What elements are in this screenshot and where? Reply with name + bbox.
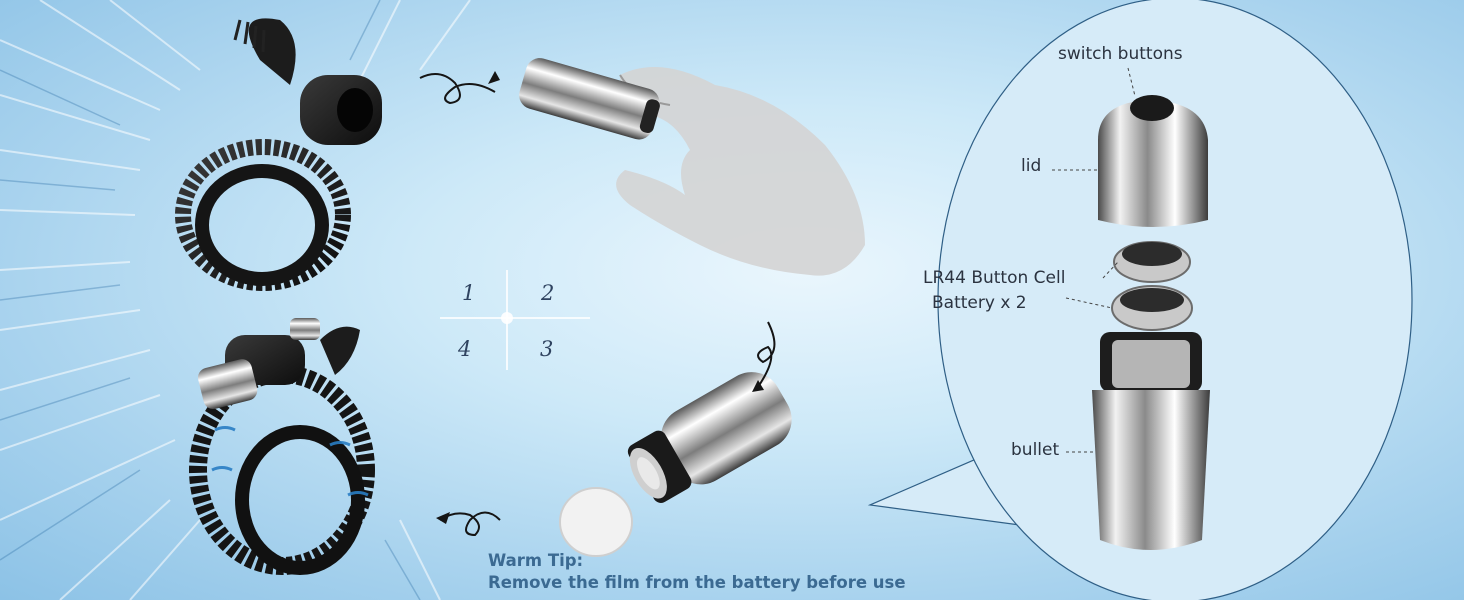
warm-tip-text: Remove the film from the battery before … bbox=[488, 573, 906, 592]
step-number-2: 2 bbox=[541, 281, 555, 305]
step-number-1: 1 bbox=[462, 281, 476, 305]
step-number-4: 4 bbox=[458, 337, 472, 361]
label-switch-buttons: switch buttons bbox=[1058, 44, 1183, 64]
sparkle-icon bbox=[440, 270, 590, 370]
label-battery-line1: LR44 Button Cell bbox=[923, 268, 1066, 288]
step-number-3: 3 bbox=[540, 337, 554, 361]
label-lid: lid bbox=[1021, 156, 1042, 176]
warm-tip-title: Warm Tip: bbox=[488, 551, 584, 570]
label-battery-line2: Battery x 2 bbox=[932, 293, 1027, 313]
label-bullet: bullet bbox=[1011, 440, 1060, 460]
